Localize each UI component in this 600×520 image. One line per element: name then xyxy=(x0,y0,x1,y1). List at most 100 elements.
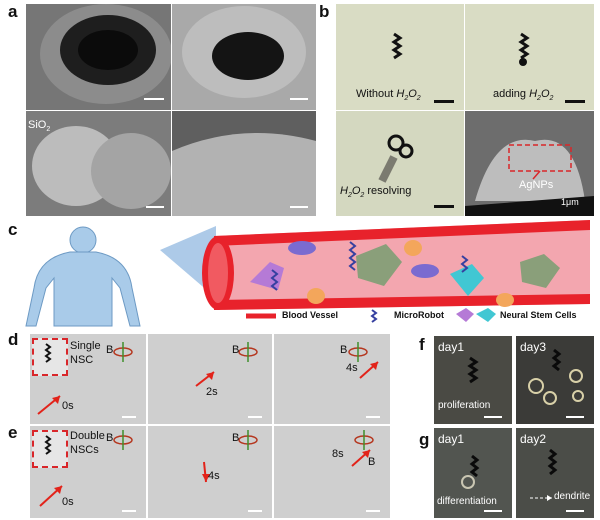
cell-purple xyxy=(288,241,316,255)
caption-proliferation: proliferation xyxy=(438,400,491,411)
cell-cluster-illustration xyxy=(528,348,584,405)
e-title-2: NSCs xyxy=(70,444,99,456)
dendrite-illustration xyxy=(530,448,558,501)
micro-image-f-day1: day1 proliferation xyxy=(434,336,512,424)
scale-bar xyxy=(565,100,585,103)
micro-image-h2o2-resolving: H2O2 resolving xyxy=(336,111,464,216)
frame-d-3: B 4s xyxy=(274,334,390,424)
scale-bar xyxy=(566,510,584,512)
frame-d-1: Single NSC B 0s xyxy=(30,334,146,424)
time-label: 4s xyxy=(346,362,358,374)
micro-image-adding-h2o2: adding H2O2 xyxy=(465,4,594,110)
time-label: 2s xyxy=(206,386,218,398)
field-label: B xyxy=(368,456,376,468)
cell-orange xyxy=(496,293,514,307)
scale-bar xyxy=(290,206,308,208)
human-body-icon xyxy=(25,226,141,327)
inset-box xyxy=(32,338,68,376)
robot-track xyxy=(351,430,374,467)
robot-track xyxy=(202,430,258,483)
dendrite-label: dendrite xyxy=(554,491,591,502)
microrobot-icon xyxy=(518,32,530,66)
scale-bar xyxy=(248,510,262,512)
scale-bar xyxy=(290,98,308,100)
time-label: 0s xyxy=(62,400,74,412)
microrobot-icon xyxy=(461,454,480,489)
frame-e-1: Double NSCs B 0s xyxy=(30,426,146,518)
micro-image-f-day3: day3 xyxy=(516,336,594,424)
scale-bar xyxy=(144,98,164,100)
legend-nsc-icon xyxy=(476,308,496,322)
sem-image-agnps: AgNPs 1μm xyxy=(465,111,594,216)
scale-bar xyxy=(566,416,584,418)
day-label: day1 xyxy=(438,340,465,354)
d-title-2: NSC xyxy=(70,354,94,366)
panel-label-g: g xyxy=(419,430,430,449)
field-label: B xyxy=(340,344,348,356)
sem-tube-illustration xyxy=(40,4,171,104)
scale-bar xyxy=(122,416,136,418)
nsc-cell xyxy=(520,254,560,288)
cell-orange xyxy=(307,288,325,304)
micro-image-g-day2: day2 dendrite xyxy=(516,428,594,518)
scale-bar xyxy=(122,510,136,512)
caption-adding-h2o2: adding H2O2 xyxy=(493,88,554,103)
nsc-cell xyxy=(450,264,484,296)
field-label: B xyxy=(232,344,240,356)
legend-nsc-icon xyxy=(456,308,474,322)
sio2-label: SiO2 xyxy=(28,119,51,134)
microrobot-icon xyxy=(391,32,403,60)
zoom-wedge xyxy=(160,226,216,298)
micro-image-g-day1: day1 differentiation xyxy=(434,428,512,518)
nsc-cell xyxy=(356,244,402,286)
time-label: 4s xyxy=(208,470,220,482)
frame-e-3: 8s B xyxy=(274,426,390,518)
field-label: B xyxy=(232,432,240,444)
robot-track xyxy=(39,430,133,507)
panel-label-c: c xyxy=(8,220,18,239)
d-title-1: Single xyxy=(70,340,101,352)
sem-agnps-illustration xyxy=(465,111,594,216)
panel-label-e: e xyxy=(8,423,18,442)
e-title-1: Double xyxy=(70,430,105,442)
scale-bar xyxy=(484,510,502,512)
panel-label-b: b xyxy=(319,2,330,21)
microrobot-icon xyxy=(270,269,279,291)
caption-h2o2-resolving: H2O2 resolving xyxy=(340,185,412,200)
microrobot-bubble-icon xyxy=(378,134,414,183)
panel-label-a: a xyxy=(8,2,18,21)
sem-image-particle-tube xyxy=(172,4,316,110)
scale-bar xyxy=(248,416,262,418)
agnps-label: AgNPs xyxy=(519,179,554,191)
frame-e-2: B 4s xyxy=(148,426,272,518)
scale-label: 1μm xyxy=(561,197,579,207)
robot-track xyxy=(195,342,258,387)
panel-label-f: f xyxy=(419,335,425,354)
frame-d-2: B 2s xyxy=(148,334,272,424)
day-label: day1 xyxy=(438,432,465,446)
day-label: day2 xyxy=(520,432,547,446)
legend-robot-icon xyxy=(370,309,378,323)
scale-bar xyxy=(366,510,380,512)
sem-particle-illustration xyxy=(172,4,316,110)
cell-orange xyxy=(404,240,422,256)
scale-bar xyxy=(366,416,380,418)
micro-image-without-h2o2: Without H2O2 xyxy=(336,4,464,110)
field-label: B xyxy=(106,432,114,444)
legend-blood-vessel: Blood Vessel xyxy=(282,310,339,320)
day-label: day3 xyxy=(520,340,547,354)
caption-differentiation: differentiation xyxy=(437,496,497,507)
panel-label-d: d xyxy=(8,330,19,349)
robot-track xyxy=(348,342,379,379)
time-label: 0s xyxy=(62,496,74,508)
sem-side-illustration xyxy=(172,111,316,216)
inset-box xyxy=(32,430,68,468)
microrobot-icon xyxy=(348,241,357,271)
legend-neural-stem-cells: Neural Stem Cells xyxy=(500,310,577,320)
robot-track xyxy=(37,342,133,415)
scale-bar xyxy=(434,100,454,103)
sem-image-shell-side xyxy=(172,111,316,216)
cell-purple xyxy=(411,264,439,278)
microrobot-icon xyxy=(467,356,479,384)
microrobot-icon xyxy=(460,255,469,273)
